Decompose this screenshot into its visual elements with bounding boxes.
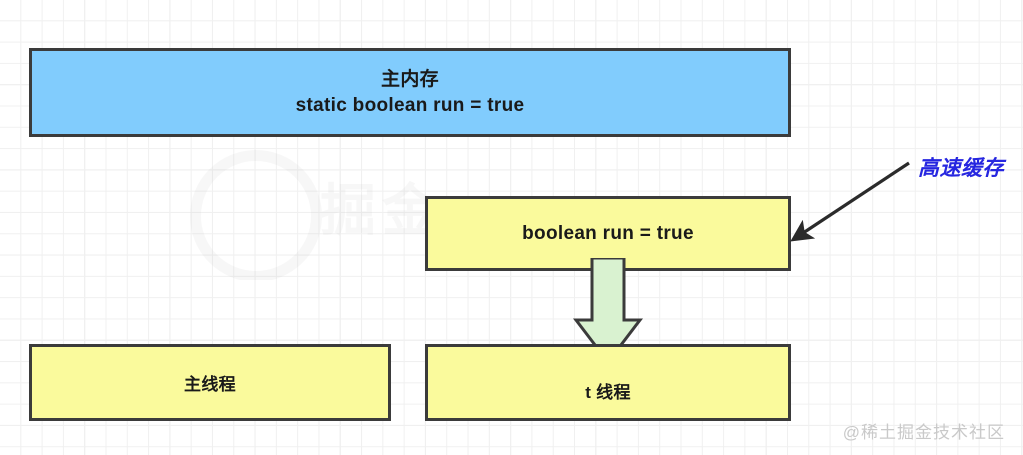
t-thread-label: t 线程 (585, 383, 631, 402)
annotation-arrow (780, 160, 940, 250)
t-thread-box: t 线程 (425, 344, 791, 421)
main-thread-box: 主线程 (29, 344, 391, 421)
watermark-ring-icon (190, 150, 322, 280)
annotation-arrow-icon (790, 161, 910, 242)
main-memory-box: 主内存 static boolean run = true (29, 48, 791, 137)
main-memory-variable: static boolean run = true (295, 94, 525, 116)
cache-variable-label: boolean run = true (522, 222, 694, 244)
cache-box: boolean run = true (425, 196, 791, 271)
annotation-label: 高速缓存 (918, 157, 1004, 180)
main-thread-label: 主线程 (184, 375, 236, 394)
main-memory-title: 主内存 (381, 69, 439, 91)
corner-watermark: @稀土掘金技术社区 (842, 423, 1005, 442)
